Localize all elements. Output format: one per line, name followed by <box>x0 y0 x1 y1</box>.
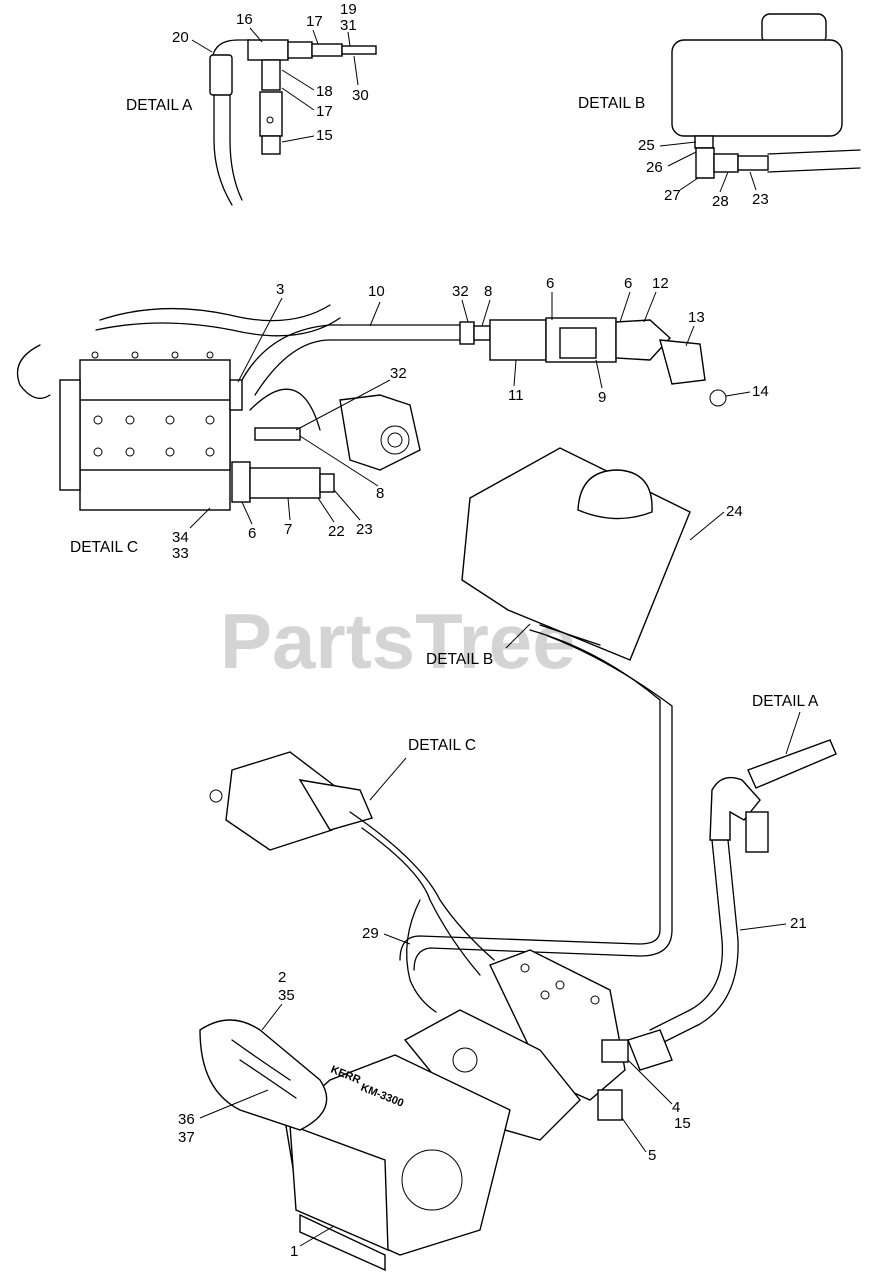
callout-3[interactable]: 3 <box>276 281 284 298</box>
callout-23-top[interactable]: 23 <box>752 191 769 208</box>
callout-23-mid[interactable]: 23 <box>356 521 373 538</box>
callout-13[interactable]: 13 <box>688 309 705 326</box>
callout-22[interactable]: 22 <box>328 523 345 540</box>
callout-15-bottom[interactable]: 15 <box>674 1115 691 1132</box>
detail-a-assembly[interactable] <box>209 39 377 206</box>
detail-c-label: DETAIL C <box>70 539 138 556</box>
detail-b-label: DETAIL B <box>578 95 645 112</box>
callout-14[interactable]: 14 <box>752 383 769 400</box>
callout-33[interactable]: 33 <box>172 545 189 562</box>
callout-29[interactable]: 29 <box>362 925 379 942</box>
callout-6-left[interactable]: 6 <box>546 275 554 292</box>
callout-32-mid[interactable]: 32 <box>390 365 407 382</box>
callout-8-mid[interactable]: 8 <box>376 485 384 502</box>
callout-6-right[interactable]: 6 <box>624 275 632 292</box>
callout-9[interactable]: 9 <box>598 389 606 406</box>
callout-37[interactable]: 37 <box>178 1129 195 1146</box>
callout-27[interactable]: 27 <box>664 187 681 204</box>
callout-28[interactable]: 28 <box>712 193 729 210</box>
hose-21-assembly[interactable] <box>649 739 837 1045</box>
callout-36[interactable]: 36 <box>178 1111 195 1128</box>
callout-18[interactable]: 18 <box>316 83 333 100</box>
callout-16[interactable]: 16 <box>236 11 253 28</box>
detail-c-ref-label: DETAIL C <box>408 737 476 754</box>
callout-8-top[interactable]: 8 <box>484 283 492 300</box>
callout-19[interactable]: 19 <box>340 1 357 18</box>
callout-17-top[interactable]: 17 <box>306 13 323 30</box>
callout-1[interactable]: 1 <box>290 1243 298 1260</box>
callout-35[interactable]: 35 <box>278 987 295 1004</box>
callout-34[interactable]: 34 <box>172 529 189 546</box>
callout-26[interactable]: 26 <box>646 159 663 176</box>
detail-a-ref-label: DETAIL A <box>752 693 819 710</box>
callout-4[interactable]: 4 <box>672 1099 680 1116</box>
callout-30[interactable]: 30 <box>352 87 369 104</box>
detail-b-ref-label: DETAIL B <box>426 651 493 668</box>
callout-10[interactable]: 10 <box>368 283 385 300</box>
callout-17-bottom[interactable]: 17 <box>316 103 333 120</box>
callout-15-top[interactable]: 15 <box>316 127 333 144</box>
callout-20[interactable]: 20 <box>172 29 189 46</box>
callout-24[interactable]: 24 <box>726 503 743 520</box>
callout-5[interactable]: 5 <box>648 1147 656 1164</box>
callout-12[interactable]: 12 <box>652 275 669 292</box>
detail-c-assembly[interactable] <box>16 304 727 511</box>
unloader-assembly[interactable] <box>209 751 495 1013</box>
detail-a-label: DETAIL A <box>126 97 193 114</box>
callout-21[interactable]: 21 <box>790 915 807 932</box>
callout-6-low[interactable]: 6 <box>248 525 256 542</box>
callout-32-top[interactable]: 32 <box>452 283 469 300</box>
detail-b-assembly[interactable] <box>671 13 861 179</box>
callout-7[interactable]: 7 <box>284 521 292 538</box>
callout-11[interactable]: 11 <box>508 387 524 404</box>
pump-body[interactable] <box>199 949 673 1272</box>
callout-2[interactable]: 2 <box>278 969 286 986</box>
callout-25[interactable]: 25 <box>638 137 655 154</box>
callout-31[interactable]: 31 <box>340 17 357 34</box>
water-tank[interactable] <box>399 447 691 971</box>
